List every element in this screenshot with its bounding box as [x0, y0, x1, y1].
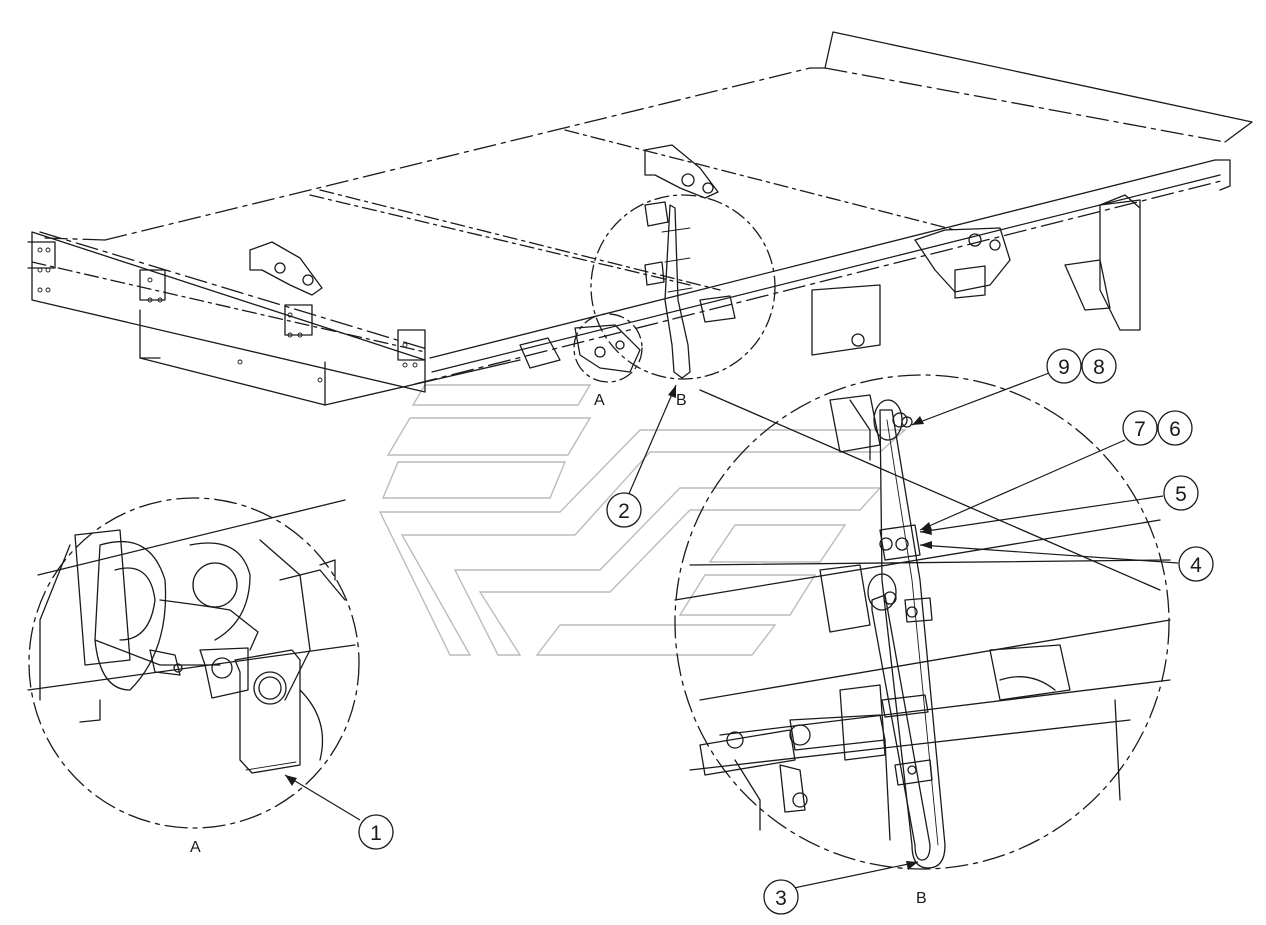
rod-loop — [879, 409, 946, 869]
callout-7: 7 — [1122, 410, 1158, 446]
view-label-b-detail: B — [916, 890, 927, 907]
callout-9: 9 — [1046, 348, 1082, 384]
latch-plate-hole — [253, 671, 287, 705]
leader-lines — [284, 369, 1179, 894]
view-circle-b-small — [590, 194, 776, 380]
leader-arrowheads — [285, 385, 932, 870]
callout-6: 6 — [1157, 410, 1193, 446]
callout-9-text: 9 — [1058, 356, 1070, 379]
callout-4: 4 — [1178, 546, 1214, 582]
view-label-b-small: B — [676, 392, 687, 409]
callout-1: 1 — [358, 814, 394, 850]
latch-plate — [234, 649, 301, 774]
callout-8-text: 8 — [1093, 356, 1105, 379]
callout-5: 5 — [1163, 475, 1199, 511]
callout-1-text: 1 — [370, 822, 382, 845]
callout-8: 8 — [1081, 348, 1117, 384]
detail-view-b — [674, 374, 1171, 870]
callout-6-text: 6 — [1169, 418, 1181, 441]
view-circle-a-small — [573, 313, 643, 383]
watermark-logo — [378, 384, 907, 656]
callout-2: 2 — [606, 492, 642, 528]
callout-5-text: 5 — [1175, 483, 1187, 506]
callout-4-text: 4 — [1190, 554, 1202, 577]
callout-3: 3 — [763, 879, 799, 915]
callout-2-text: 2 — [618, 500, 630, 523]
detail-view-a — [27, 497, 360, 829]
view-label-a-small: A — [594, 392, 605, 409]
callout-3-text: 3 — [775, 887, 787, 910]
view-label-a-detail: A — [190, 839, 201, 856]
callout-7-text: 7 — [1134, 418, 1146, 441]
platform-assembly — [27, 31, 1253, 406]
